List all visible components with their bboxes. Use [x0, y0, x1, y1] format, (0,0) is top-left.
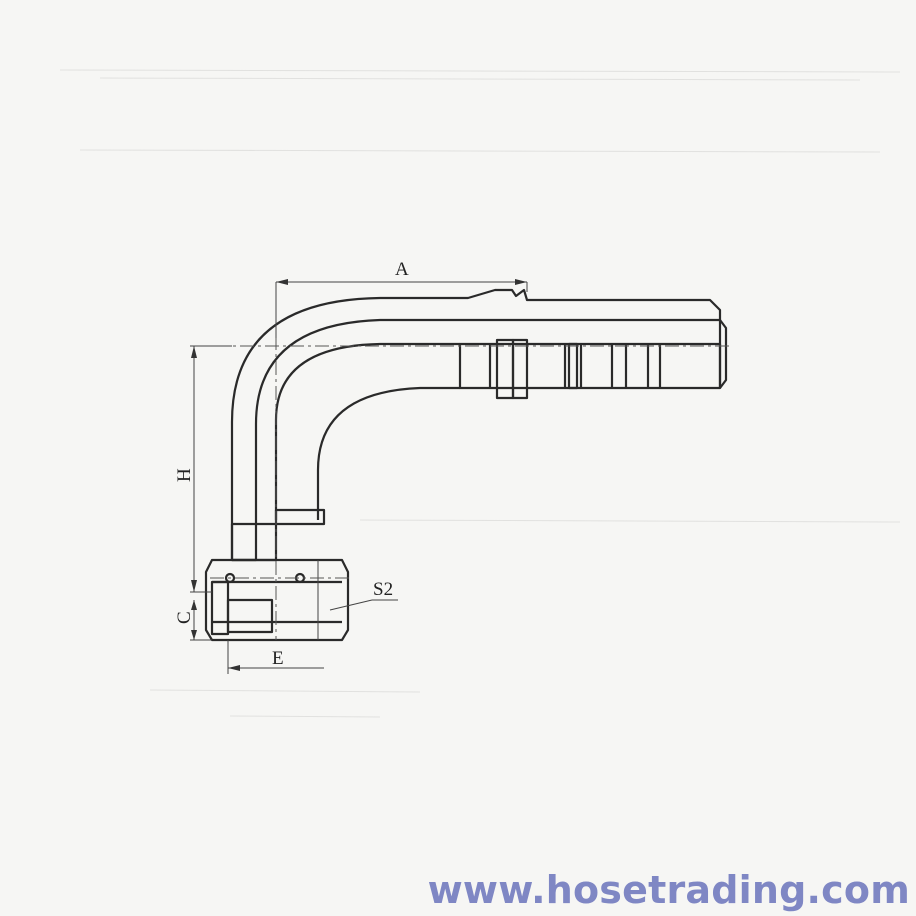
hose-tail: [458, 319, 728, 400]
swivel-nut: [204, 508, 350, 642]
paper-texture: [59, 69, 901, 718]
center-lines: [190, 336, 730, 640]
callout-s2: S2: [329, 579, 398, 611]
watermark-text: www.hosetrading.com: [427, 868, 910, 912]
elbow-body: [230, 288, 722, 562]
dimension-a-label: A: [395, 259, 409, 280]
dimension-c: C: [174, 600, 212, 641]
dimension-h-label: H: [174, 468, 195, 482]
dimension-e: E: [227, 640, 324, 674]
dimension-a: A: [275, 259, 528, 338]
dimension-c-label: C: [174, 611, 195, 624]
dimension-e-label: E: [272, 648, 284, 669]
dimension-h: H: [174, 345, 232, 593]
callout-s2-label: S2: [373, 579, 393, 600]
